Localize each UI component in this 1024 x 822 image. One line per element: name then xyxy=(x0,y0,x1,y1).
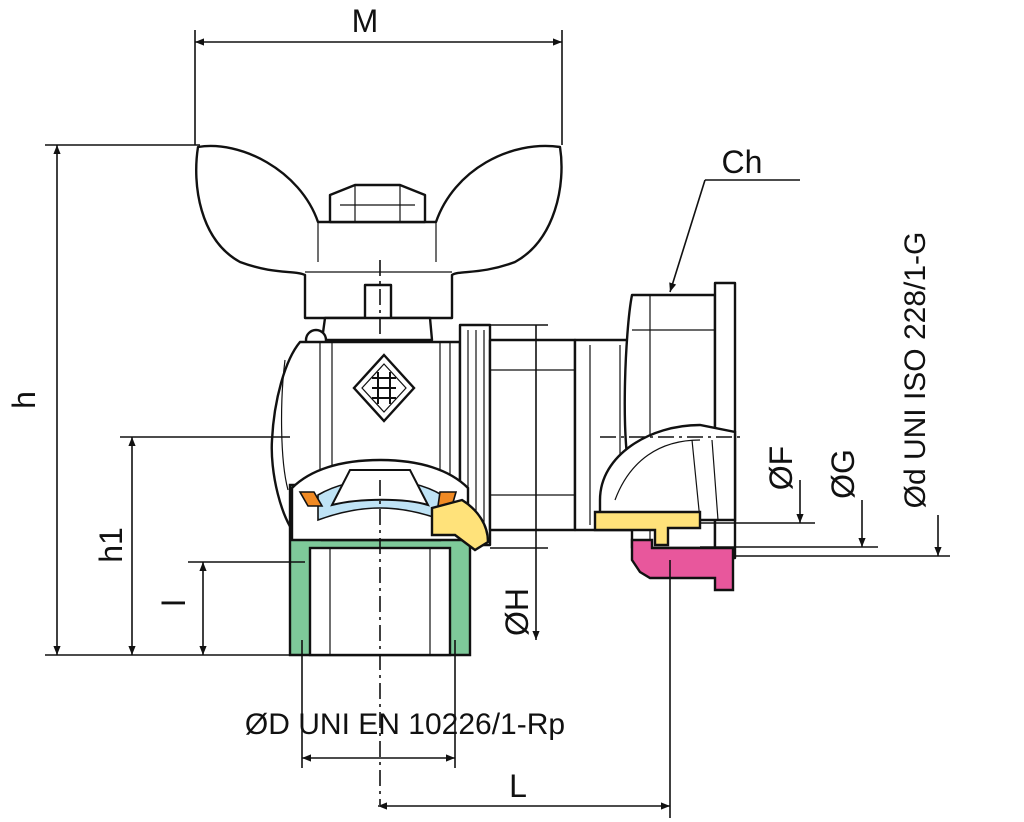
label-Od: Ød UNI ISO 228/1-G xyxy=(899,232,932,509)
label-Ch: Ch xyxy=(722,144,763,180)
label-OH: ØH xyxy=(499,588,535,636)
label-l: l xyxy=(156,599,192,606)
label-M: M xyxy=(352,3,379,39)
tailpiece-pink xyxy=(630,538,735,592)
label-h: h xyxy=(6,391,42,409)
stem-nut xyxy=(328,183,427,224)
body-gasket-yellow xyxy=(430,498,490,552)
dimension-lines xyxy=(45,30,950,818)
dim-Ch-leader xyxy=(669,179,706,293)
butterfly-handle xyxy=(195,144,563,320)
union-cutaway xyxy=(598,423,737,522)
valve-body xyxy=(195,144,737,657)
label-h1: h1 xyxy=(93,527,129,563)
valve-neck xyxy=(320,316,434,342)
label-OG: ØG xyxy=(825,449,861,499)
union-gasket-yellow xyxy=(593,510,702,547)
seal-orange-left xyxy=(298,491,324,507)
dimension-labels: M h h1 l L Ch ØH ØF ØG Ød UNI ISO 228/1-… xyxy=(6,3,932,804)
label-OD: ØD UNI EN 10226/1-Rp xyxy=(245,708,565,741)
label-OF: ØF xyxy=(763,446,799,490)
diamond-logo-icon xyxy=(352,353,416,423)
nipple-hex xyxy=(488,338,577,532)
label-L: L xyxy=(509,768,527,804)
